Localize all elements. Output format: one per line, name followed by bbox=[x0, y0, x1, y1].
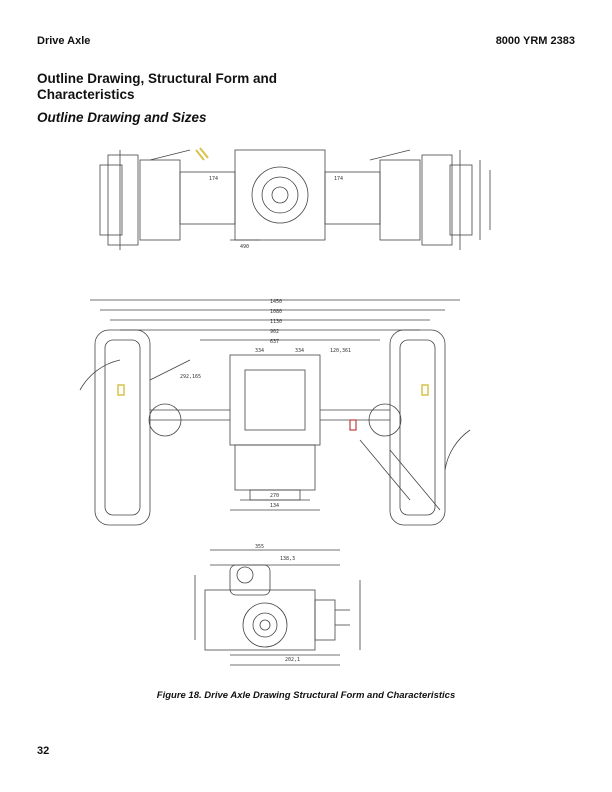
dim-label: 138,3 bbox=[280, 556, 295, 562]
dim-label: 174 bbox=[209, 176, 218, 182]
dim-label: 1080 bbox=[270, 309, 282, 315]
dim-label: 637 bbox=[270, 339, 279, 345]
dim-label: 902 bbox=[270, 329, 279, 335]
header-right: 8000 YRM 2383 bbox=[495, 35, 575, 47]
dim-label: 1450 bbox=[270, 299, 282, 305]
dim-label: 355 bbox=[255, 544, 264, 550]
dim-label: 120,361 bbox=[330, 348, 351, 354]
header-left: Drive Axle bbox=[37, 35, 91, 47]
section-title: Outline Drawing, Structural Form and Cha… bbox=[37, 71, 278, 102]
dim-label: 202,1 bbox=[285, 657, 300, 663]
dim-label: 174 bbox=[334, 176, 343, 182]
axle-side-view bbox=[194, 549, 361, 666]
dim-label: 270 bbox=[270, 493, 279, 499]
dim-label: 334 bbox=[295, 348, 304, 354]
dim-label: 134 bbox=[270, 503, 279, 509]
figure-caption: Figure 18. Drive Axle Drawing Structural… bbox=[156, 690, 456, 701]
subsection-title: Outline Drawing and Sizes bbox=[37, 110, 207, 125]
axle-front-view bbox=[99, 149, 491, 250]
page-number: 32 bbox=[37, 745, 50, 757]
dim-label: 490 bbox=[240, 244, 249, 250]
axle-plan-view bbox=[79, 299, 471, 526]
dim-label: 1130 bbox=[270, 319, 282, 325]
dim-label: 334 bbox=[255, 348, 264, 354]
dim-label: 292,165 bbox=[180, 374, 201, 380]
